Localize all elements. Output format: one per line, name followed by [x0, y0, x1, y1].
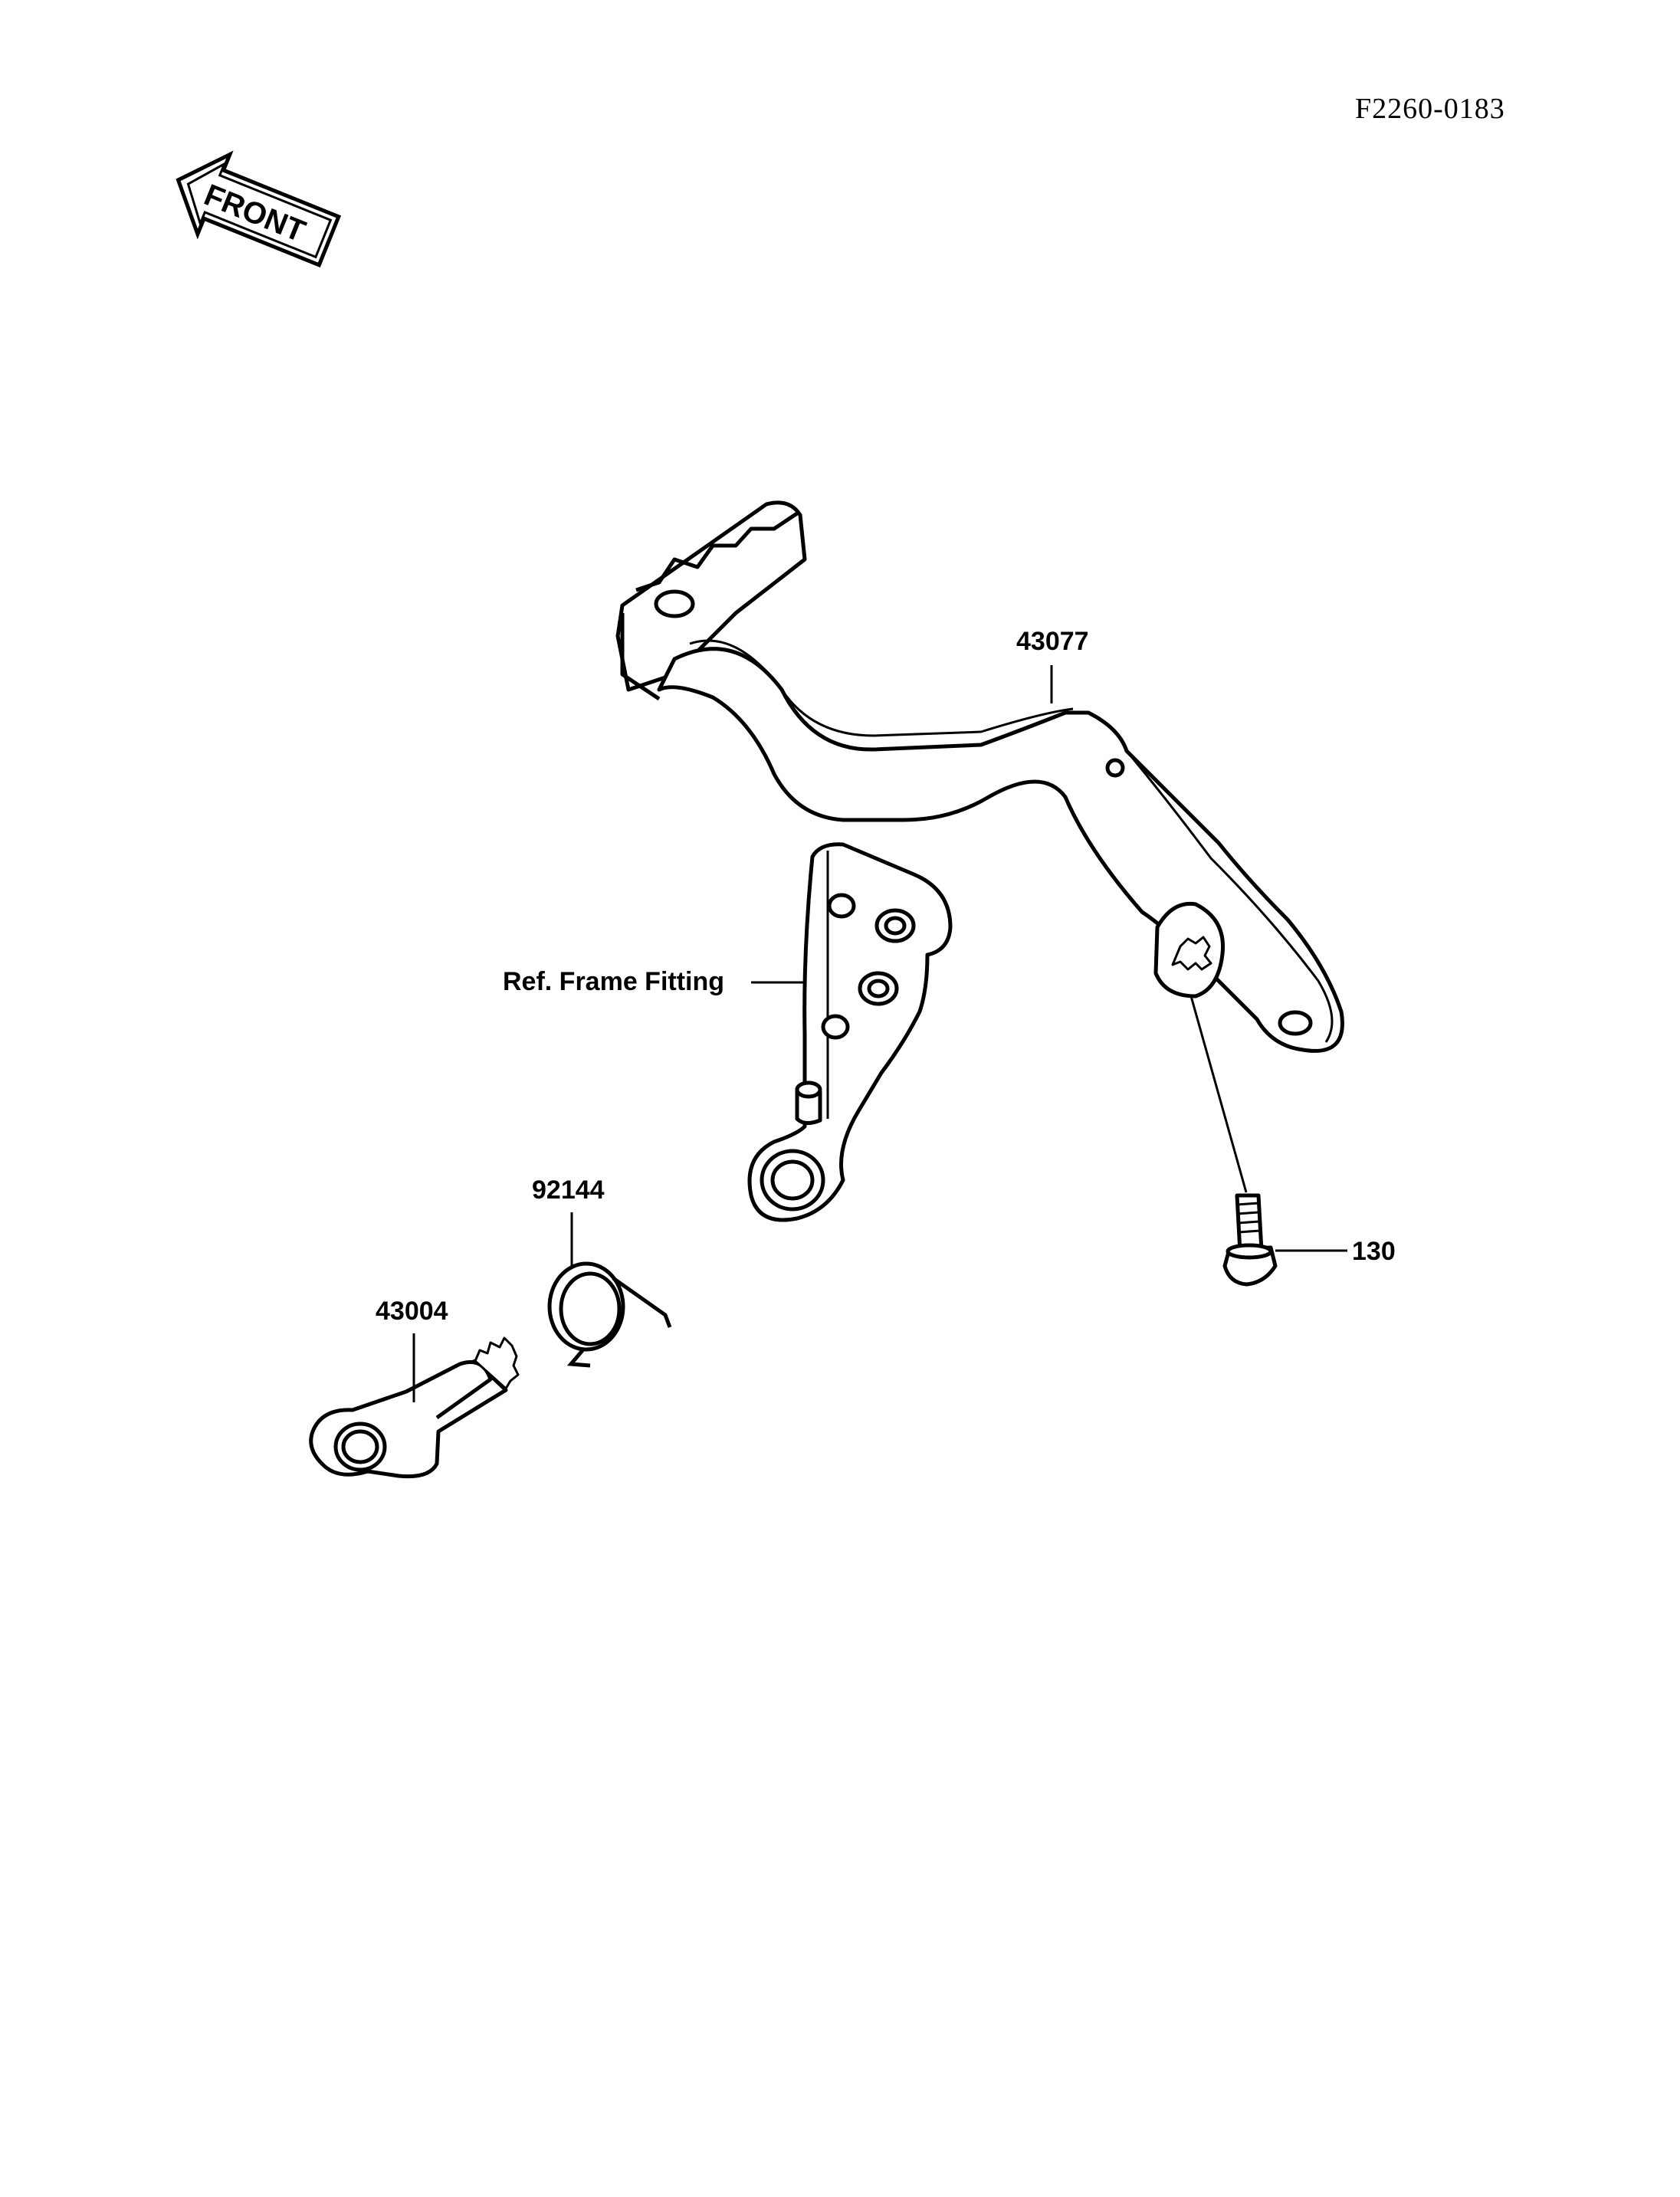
callout-frame-fitting: Ref. Frame Fitting	[503, 967, 725, 996]
shaft-part	[309, 1336, 520, 1479]
frame-fitting-part	[747, 842, 953, 1222]
spring-part	[547, 1261, 672, 1368]
brake-pedal-part	[615, 500, 1344, 1053]
reference-code: F2260-0183	[1355, 93, 1505, 125]
callout-43077: 43077	[1016, 627, 1089, 656]
callout-130: 130	[1352, 1237, 1396, 1266]
bolt-axis-line	[1189, 995, 1248, 1193]
front-arrow-icon: FRONT	[176, 150, 342, 268]
bolt-part	[1222, 1193, 1278, 1287]
callout-43004: 43004	[376, 1297, 448, 1326]
callout-92144: 92144	[532, 1176, 605, 1205]
